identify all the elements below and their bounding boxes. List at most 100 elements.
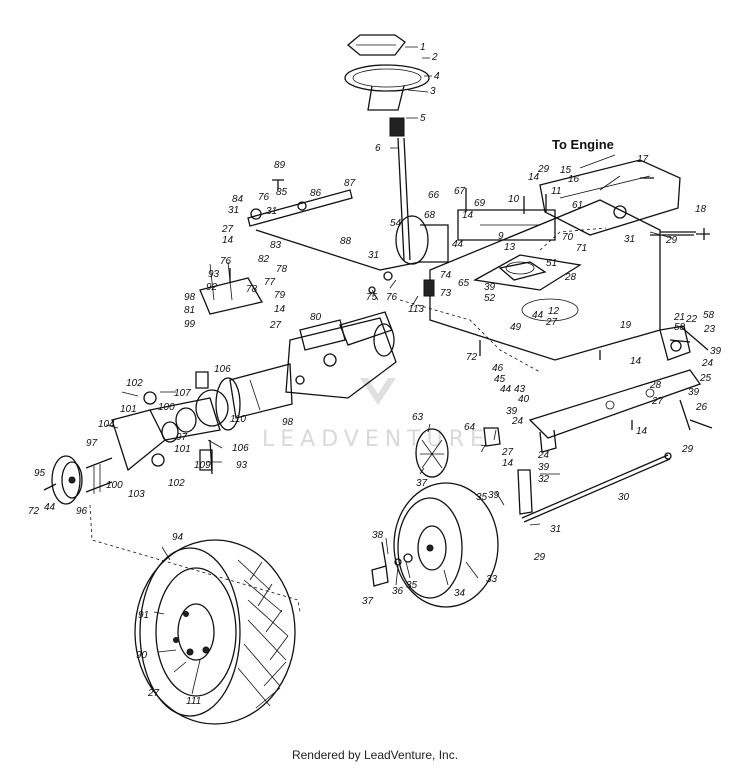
frame-chassis	[429, 159, 696, 361]
callout-38: 38	[372, 530, 384, 541]
callout-76: 76	[386, 292, 398, 303]
watermark-logo: LEADVENTURE	[262, 378, 484, 452]
callout-24: 24	[511, 416, 524, 427]
callout-4: 4	[434, 71, 440, 82]
rear-axle-hub	[51, 371, 229, 505]
callout-14: 14	[636, 426, 648, 437]
callout-72: 72	[466, 352, 478, 363]
callout-24: 24	[701, 358, 714, 369]
callout-19: 19	[620, 320, 632, 331]
callout-102: 102	[168, 478, 185, 489]
callout-44: 44	[44, 502, 56, 513]
steering-wheel-assembly	[344, 34, 430, 261]
callout-14: 14	[502, 458, 514, 469]
callout-2: 2	[431, 52, 438, 63]
callout-39: 39	[710, 346, 722, 357]
callout-97: 97	[176, 432, 188, 443]
callout-111: 111	[186, 696, 201, 707]
callout-16: 16	[568, 174, 580, 185]
callout-43: 43	[514, 384, 526, 395]
callout-27: 27	[147, 688, 160, 699]
callout-39: 39	[484, 282, 496, 293]
callout-103: 103	[128, 489, 145, 500]
callout-91: 91	[138, 610, 149, 621]
callout-87: 87	[344, 178, 356, 189]
callout-18: 18	[695, 204, 707, 215]
callout-80: 80	[310, 312, 322, 323]
callout-51: 51	[546, 258, 557, 269]
callout-44: 44	[532, 310, 544, 321]
callout-58: 58	[674, 322, 686, 333]
callout-6: 6	[375, 143, 381, 154]
callout-15: 15	[560, 165, 572, 176]
callout-93: 93	[236, 460, 248, 471]
callout-14: 14	[462, 210, 474, 221]
callout-78: 78	[246, 284, 258, 295]
callout-97: 97	[86, 438, 98, 449]
callout-7: 7	[480, 444, 486, 455]
callout-85: 85	[276, 187, 288, 198]
callout-39: 39	[488, 490, 500, 501]
callout-75: 75	[366, 292, 378, 303]
rear-tire	[134, 539, 296, 725]
callout-31: 31	[228, 205, 239, 216]
callout-65: 65	[458, 278, 470, 289]
callout-78: 78	[276, 264, 288, 275]
callout-26: 26	[695, 402, 708, 413]
to-engine-label: To Engine	[552, 137, 614, 152]
callout-76: 76	[220, 256, 232, 267]
callout-25: 25	[699, 373, 712, 384]
callout-82: 82	[258, 254, 270, 265]
callout-5: 5	[420, 113, 426, 124]
callout-28: 28	[564, 272, 577, 283]
callout-33: 33	[486, 574, 498, 585]
callout-27: 27	[221, 224, 234, 235]
callout-14: 14	[528, 172, 540, 183]
callout-92: 92	[206, 282, 218, 293]
callout-69: 69	[474, 198, 486, 209]
callout-9: 9	[498, 231, 504, 242]
callout-27: 27	[651, 396, 664, 407]
callout-35: 35	[406, 580, 418, 591]
callout-66: 66	[428, 190, 440, 201]
hubcap	[415, 427, 501, 478]
callout-100: 100	[158, 402, 175, 413]
callout-44: 44	[452, 239, 464, 250]
callout-12: 12	[548, 306, 560, 317]
callout-44: 44	[500, 384, 512, 395]
callout-113: 113	[408, 304, 424, 315]
callout-3: 3	[430, 86, 436, 97]
steering-gear	[368, 215, 547, 297]
callout-88: 88	[340, 236, 352, 247]
callout-101: 101	[174, 444, 191, 455]
callout-83: 83	[270, 240, 282, 251]
callout-72: 72	[28, 506, 40, 517]
callout-54: 54	[390, 218, 402, 229]
callout-49: 49	[510, 322, 522, 333]
callout-11: 11	[551, 186, 561, 197]
front-tire	[371, 482, 499, 608]
callout-96: 96	[76, 506, 88, 517]
hardware	[43, 179, 710, 491]
callout-99: 99	[184, 319, 196, 330]
transaxle	[215, 311, 397, 431]
callout-100: 100	[106, 480, 123, 491]
callout-45: 45	[494, 374, 506, 385]
callout-14: 14	[222, 235, 234, 246]
callout-58: 58	[703, 310, 715, 321]
callout-104: 104	[98, 419, 115, 430]
callout-52: 52	[484, 293, 496, 304]
callout-36: 36	[392, 586, 404, 597]
callout-70: 70	[562, 232, 574, 243]
callout-98: 98	[282, 417, 294, 428]
callout-10: 10	[508, 194, 520, 205]
callout-68: 68	[424, 210, 436, 221]
callout-22: 22	[685, 314, 698, 325]
callout-31: 31	[368, 250, 379, 261]
callout-77: 77	[264, 277, 276, 288]
callout-106: 106	[214, 364, 231, 375]
callout-110: 110	[230, 414, 246, 425]
callout-76: 76	[258, 192, 270, 203]
callout-39: 39	[506, 406, 518, 417]
callout-61: 61	[572, 200, 583, 211]
